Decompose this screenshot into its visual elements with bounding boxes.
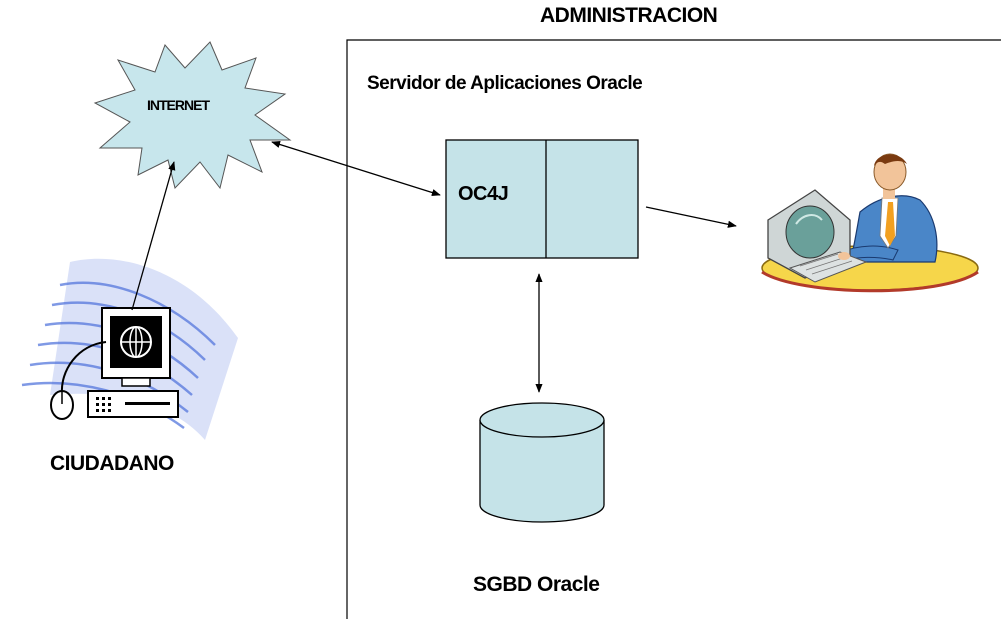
application-server-label: Servidor de Aplicaciones Oracle xyxy=(367,73,643,94)
citizen-computer-icon xyxy=(21,258,238,440)
oc4j-container-box xyxy=(445,139,639,259)
citizen-label: CIUDADANO xyxy=(50,452,174,475)
administration-boundary xyxy=(346,39,1001,619)
administration-title: ADMINISTRACION xyxy=(540,4,718,27)
internet-label: INTERNET xyxy=(147,97,210,113)
arrow-oc4j-operator xyxy=(645,206,737,228)
database-label: SGBD Oracle xyxy=(473,573,600,596)
operator-at-computer-icon xyxy=(761,153,979,293)
oc4j-label: OC4J xyxy=(458,183,509,205)
arrow-citizen-internet xyxy=(131,161,176,311)
database-cylinder-icon xyxy=(479,402,605,523)
arrow-internet-oc4j xyxy=(271,141,441,196)
internet-starburst-icon xyxy=(93,41,292,190)
